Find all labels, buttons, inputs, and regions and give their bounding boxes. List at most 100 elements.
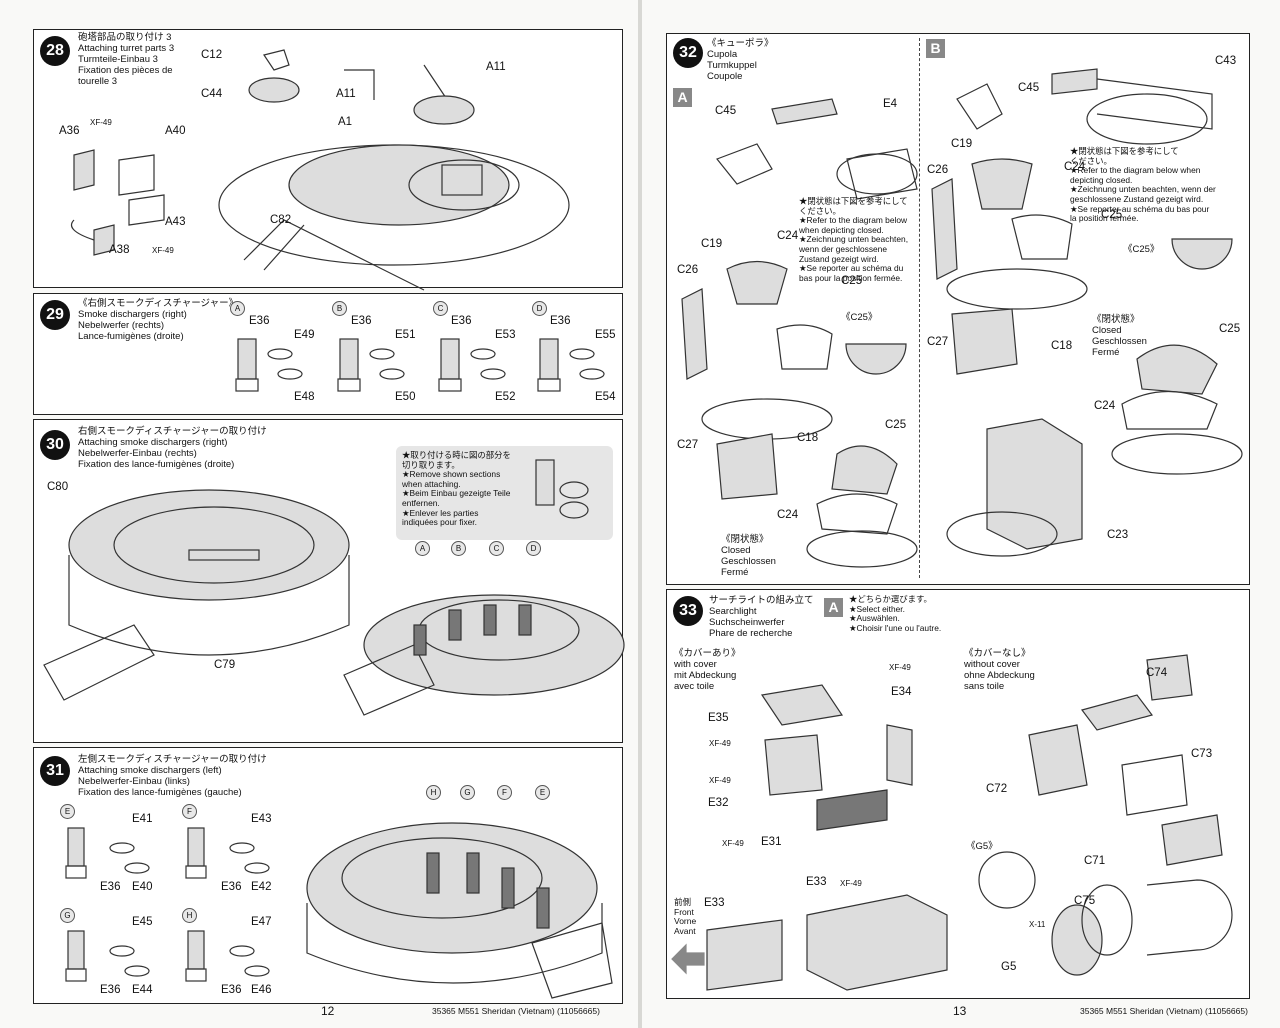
- label-e36-d: E36: [550, 315, 571, 327]
- paint-xf49-top: XF-49: [90, 118, 112, 127]
- label-e34: E34: [891, 686, 912, 698]
- label-c25-b-bottom: C25: [1219, 323, 1241, 335]
- step-32-note-b: ★閉状態は下図を参考にして ください。 ★Refer to the diagra…: [1070, 146, 1216, 224]
- c25-detail-b-drawing: [1171, 238, 1233, 270]
- label-c73: C73: [1191, 748, 1213, 760]
- closed-caption-b: 《閉状態》 Closed Geschlossen Fermé: [1092, 314, 1147, 358]
- label-c19-a: C19: [701, 238, 723, 250]
- cupola-b-assembly-drawing: [931, 158, 1088, 375]
- step-31-number: 31: [40, 756, 70, 786]
- label-c72: C72: [986, 783, 1008, 795]
- cupola-b-top-drawing: [956, 68, 1213, 145]
- label-a11-left: A11: [336, 88, 356, 100]
- step-30-title: 右側スモークディスチャージャーの取り付け Attaching smoke dis…: [78, 426, 267, 470]
- variant-b-badge: B: [926, 39, 945, 58]
- step-28-panel: 28 砲塔部品の取り付け 3 Attaching turret parts 3 …: [33, 29, 623, 291]
- footer-caption-left: 35365 M551 Sheridan (Vietnam) (11056665): [432, 1006, 600, 1016]
- cupola-a-assembly-drawing: [681, 260, 833, 500]
- variant-key-e: E: [60, 804, 75, 819]
- searchlight-lens-drawing: [978, 851, 1233, 976]
- label-e40: E40: [132, 881, 153, 893]
- label-c26-b: C26: [927, 164, 949, 176]
- paint-xf49-bottom: XF-49: [152, 246, 174, 255]
- label-c19-b: C19: [951, 138, 973, 150]
- variant-key-c: C: [433, 301, 448, 316]
- cupola-a-closed-drawing: [806, 445, 918, 568]
- step-32-panel: 32 《キューポラ》 Cupola Turmkuppel Coupole A B…: [666, 33, 1250, 585]
- c25-detail-b-label: 《C25》: [1123, 244, 1160, 255]
- label-e44: E44: [132, 984, 153, 996]
- label-c71: C71: [1084, 855, 1106, 867]
- select-note: ★どちらか選びます。 ★Select either. ★Auswählen. ★…: [849, 594, 942, 633]
- label-e36-b: E36: [351, 315, 372, 327]
- label-c23: C23: [1107, 529, 1129, 541]
- step-33-number: 33: [673, 596, 703, 626]
- discharger-h-drawing: [185, 930, 270, 982]
- step-33-title: サーチライトの組み立て Searchlight Suchscheinwerfer…: [709, 595, 814, 639]
- variant-key-g: G: [60, 908, 75, 923]
- label-c27-b: C27: [927, 336, 949, 348]
- paint-xf49-e32: XF-49: [709, 776, 731, 785]
- label-c12: C12: [201, 49, 223, 61]
- label-c25-a-top: C25: [841, 275, 863, 287]
- label-c24-b-bottom: C24: [1094, 400, 1116, 412]
- label-c24-a-bottom: C24: [777, 509, 799, 521]
- front-caption: 前側 Front Vorne Avant: [674, 897, 697, 936]
- label-c43: C43: [1215, 55, 1237, 67]
- label-c24-b-top: C24: [1064, 161, 1086, 173]
- label-e47: E47: [251, 916, 272, 928]
- discharger-a-drawing: [235, 338, 303, 392]
- label-e51: E51: [395, 329, 416, 341]
- step-30-number: 30: [40, 430, 70, 460]
- variant-key-d: D: [532, 301, 547, 316]
- paint-xf49-e33: XF-49: [840, 879, 862, 888]
- cupola-b-closed-drawing: [1111, 344, 1243, 475]
- label-e48: E48: [294, 391, 315, 403]
- variant-a-badge: A: [673, 88, 692, 107]
- label-g5: G5: [1001, 961, 1017, 973]
- label-c24-a-top: C24: [777, 230, 799, 242]
- key-a: A: [415, 541, 430, 556]
- step-29-title: 《右側スモークディスチャージャー》 Smoke dischargers (rig…: [78, 298, 239, 342]
- label-c79: C79: [214, 659, 236, 671]
- turret-assembly-drawing: [218, 64, 570, 291]
- label-c74: C74: [1146, 667, 1168, 679]
- paint-xf49-e31: XF-49: [722, 839, 744, 848]
- key-d: D: [526, 541, 541, 556]
- label-e32: E32: [708, 797, 729, 809]
- page-spine: [638, 0, 642, 1028]
- variant-key-a: A: [230, 301, 245, 316]
- label-a11-right: A11: [486, 61, 506, 73]
- paint-xf49-e34: XF-49: [889, 663, 911, 672]
- label-e36-h: E36: [221, 984, 242, 996]
- label-e54: E54: [595, 391, 616, 403]
- step-29-number: 29: [40, 300, 70, 330]
- label-e42: E42: [251, 881, 272, 893]
- step-32-title: 《キューポラ》 Cupola Turmkuppel Coupole: [707, 38, 774, 82]
- step-32-divider: [919, 38, 920, 578]
- label-e45: E45: [132, 916, 153, 928]
- label-a38: A38: [109, 244, 130, 256]
- label-e41: E41: [132, 813, 153, 825]
- step-30-note-box: [396, 446, 613, 540]
- label-e49: E49: [294, 329, 315, 341]
- label-a36: A36: [59, 125, 80, 137]
- variant-key-b: B: [332, 301, 347, 316]
- label-e46: E46: [251, 984, 272, 996]
- page-number-right: 13: [953, 1004, 967, 1018]
- step-30-panel: 30 右側スモークディスチャージャーの取り付け Attaching smoke …: [33, 419, 625, 743]
- label-c45-a: C45: [715, 105, 737, 117]
- key-e: E: [535, 785, 550, 800]
- x11-paint-label: X-11: [1029, 920, 1046, 929]
- footer-caption-right: 35365 M551 Sheridan (Vietnam) (11056665): [1080, 1006, 1248, 1016]
- turret-left-side-drawing: [306, 822, 613, 999]
- discharger-f-drawing: [185, 827, 270, 879]
- step-28-number: 28: [40, 36, 70, 66]
- turret-dischargers-drawing: [343, 594, 625, 716]
- label-c25-a-bottom: C25: [885, 419, 907, 431]
- c25-detail-a-drawing: [845, 343, 907, 375]
- label-a40: A40: [165, 125, 186, 137]
- step-28-title: 砲塔部品の取り付け 3 Attaching turret parts 3 Tur…: [78, 32, 175, 87]
- label-e36-c: E36: [451, 315, 472, 327]
- step-32-number: 32: [673, 38, 703, 68]
